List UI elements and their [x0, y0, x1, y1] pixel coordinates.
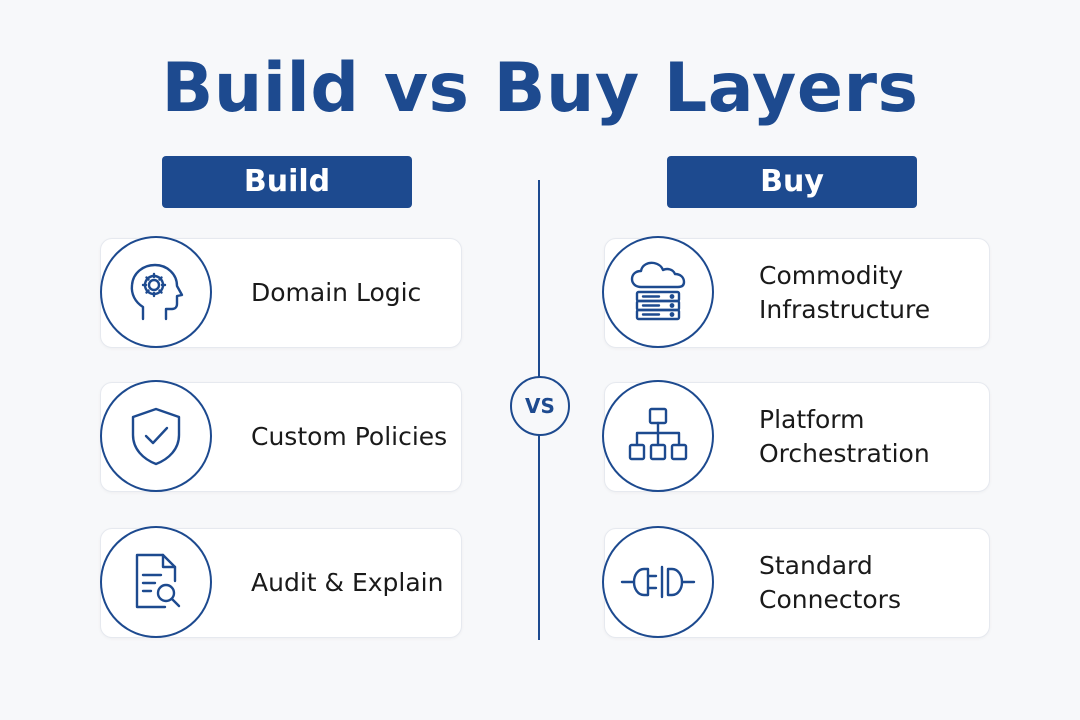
buy-card-label-line1: Standard	[759, 551, 873, 580]
org-hierarchy-icon	[602, 380, 714, 492]
buy-header: Buy	[667, 156, 917, 208]
vs-badge: VS	[510, 376, 570, 436]
buy-card-label: Platform Orchestration	[759, 383, 989, 491]
buy-card-label-line1: Commodity	[759, 261, 904, 290]
buy-card-label: Standard Connectors	[759, 529, 989, 637]
buy-card-label-line1: Platform	[759, 405, 865, 434]
build-card-label: Custom Policies	[251, 422, 448, 451]
buy-card-label-line2: Connectors	[759, 585, 901, 614]
buy-card-label: Commodity Infrastructure	[759, 239, 989, 347]
build-card-label: Audit & Explain	[251, 568, 444, 597]
buy-card-label-line2: Orchestration	[759, 439, 930, 468]
build-card-label: Domain Logic	[251, 278, 422, 307]
plug-connector-icon	[602, 526, 714, 638]
document-search-icon	[100, 526, 212, 638]
head-gear-icon	[100, 236, 212, 348]
shield-check-icon	[100, 380, 212, 492]
page-title: Build vs Buy Layers	[161, 49, 919, 128]
cloud-server-icon	[602, 236, 714, 348]
build-header: Build	[162, 156, 412, 208]
buy-card-label-line2: Infrastructure	[759, 295, 931, 324]
